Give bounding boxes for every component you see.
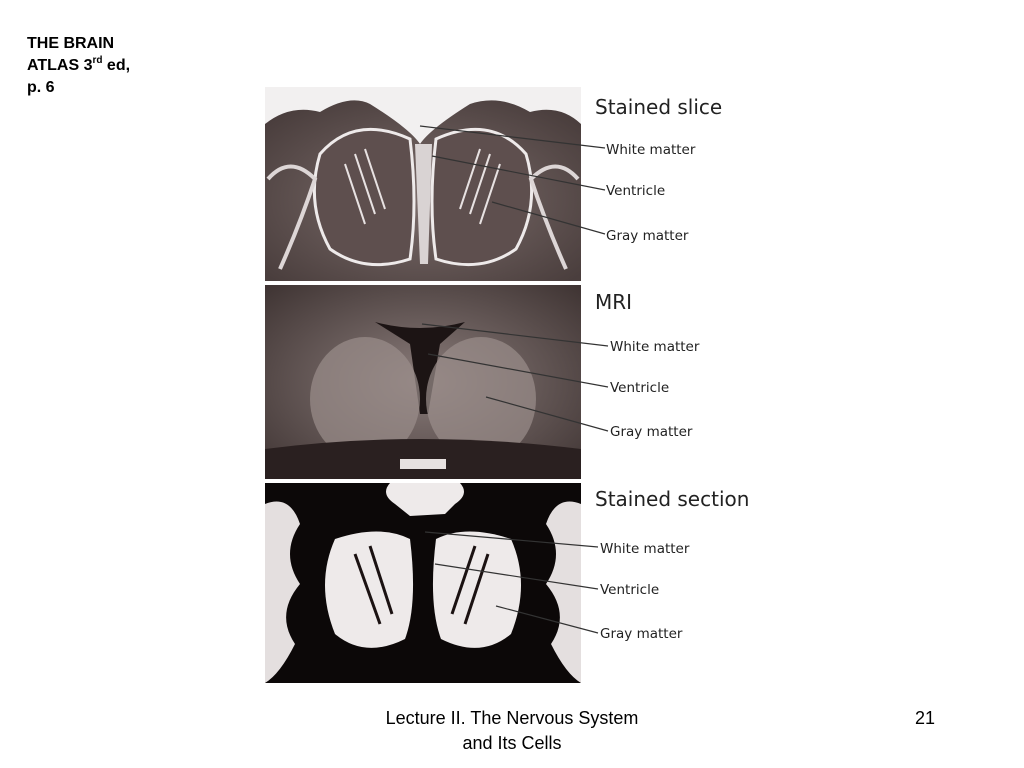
mri-bright-strip xyxy=(400,459,446,469)
stained-slice-right-hemisphere xyxy=(430,127,534,267)
leader-line xyxy=(485,396,609,432)
brain-figure: Stained slice White matter Ventricle Gra… xyxy=(260,84,770,686)
stained-section-outer-left xyxy=(265,501,300,683)
stained-slice-ventricle xyxy=(415,144,432,264)
lecture-footer: Lecture II. The Nervous System and Its C… xyxy=(352,706,672,756)
stained-slice-outer-fold-right xyxy=(528,164,580,270)
label-gray-matter-1: Gray matter xyxy=(606,228,689,244)
citation-line-1: THE BRAIN xyxy=(27,35,115,52)
stained-section-striations xyxy=(353,545,490,625)
panel-title-stained-section: Stained section xyxy=(595,487,749,511)
leader-line xyxy=(434,563,599,590)
citation-line-3: p. 6 xyxy=(27,79,55,96)
source-citation: THE BRAIN ATLAS 3rd ed, p. 6 xyxy=(27,33,187,99)
stained-section-image xyxy=(265,483,581,683)
leader-line xyxy=(421,323,609,347)
stained-section-top-structure xyxy=(386,483,464,516)
leader-line xyxy=(491,201,606,235)
mri-ventricle xyxy=(375,322,465,414)
leader-lines xyxy=(419,125,609,634)
leader-line xyxy=(419,125,606,149)
label-white-matter-3: White matter xyxy=(600,541,690,557)
panel-mri xyxy=(265,285,581,479)
label-ventricle-1: Ventricle xyxy=(606,183,665,199)
stained-section-outer-right xyxy=(546,501,581,683)
panel-stained-section xyxy=(265,483,581,683)
label-ventricle-3: Ventricle xyxy=(600,582,659,598)
label-gray-matter-3: Gray matter xyxy=(600,626,683,642)
citation-atlas: ATLAS 3 xyxy=(27,57,93,74)
lecture-title-line-1: Lecture II. The Nervous System xyxy=(385,708,639,728)
label-gray-matter-2: Gray matter xyxy=(610,424,693,440)
slide-number: 21 xyxy=(914,708,936,728)
panel-title-mri: MRI xyxy=(595,290,632,314)
panel-title-stained-slice: Stained slice xyxy=(595,95,722,119)
leader-line xyxy=(495,605,599,634)
leader-line xyxy=(424,531,599,548)
stained-slice-striations xyxy=(344,148,501,225)
stained-slice-outer-fold-left xyxy=(266,164,318,270)
mri-right-hemisphere xyxy=(426,337,536,461)
label-white-matter-2: White matter xyxy=(610,339,700,355)
label-white-matter-1: White matter xyxy=(606,142,696,158)
citation-edition: ed, xyxy=(102,57,131,74)
panel-stained-slice xyxy=(265,87,581,281)
label-ventricle-2: Ventricle xyxy=(610,380,669,396)
brain-figure-svg: Stained slice White matter Ventricle Gra… xyxy=(265,87,749,683)
citation-line-2: ATLAS 3rd ed, xyxy=(27,55,187,77)
citation-ordinal: rd xyxy=(92,54,103,66)
stained-slice-left-hemisphere xyxy=(312,127,416,267)
leader-line xyxy=(431,155,606,191)
lecture-title-line-2: and Its Cells xyxy=(462,733,562,753)
mri-left-hemisphere xyxy=(310,337,420,461)
leader-line xyxy=(427,353,609,388)
